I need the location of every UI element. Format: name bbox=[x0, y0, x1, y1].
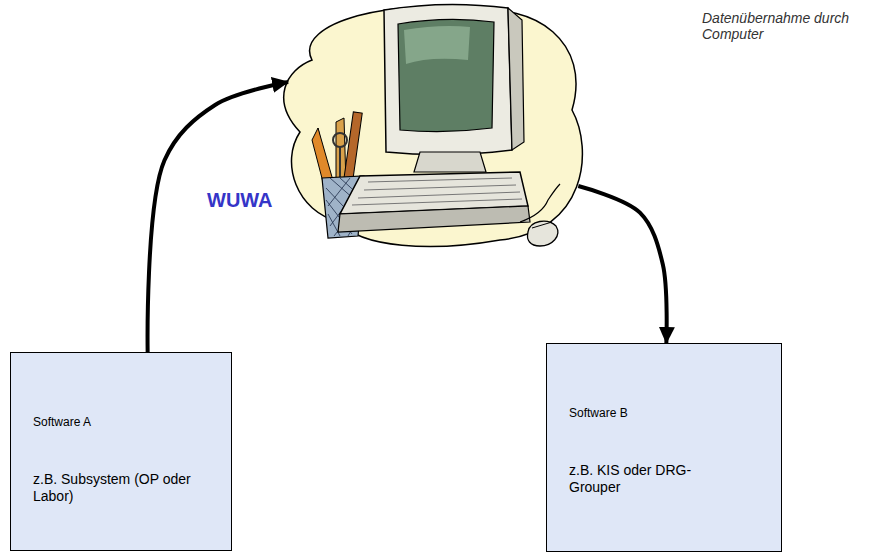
box-description: z.B. KIS oder DRG-Grouper bbox=[569, 462, 734, 496]
illustration-part bbox=[352, 178, 522, 205]
box-title: Software A bbox=[33, 415, 213, 429]
illustration-part bbox=[398, 19, 494, 131]
illustration-part bbox=[338, 206, 530, 232]
system-name: WUWA bbox=[207, 188, 327, 212]
caption-note: Datenübernahme durch Computer bbox=[702, 10, 874, 42]
illustration-part bbox=[414, 152, 486, 172]
illustration-part bbox=[532, 222, 552, 228]
illustration-part bbox=[333, 133, 347, 147]
keyboard bbox=[338, 172, 530, 232]
box-title: Software B bbox=[569, 406, 759, 420]
illustration-part bbox=[404, 26, 470, 64]
software-box: Software B z.B. KIS oder DRG-Grouper bbox=[546, 343, 782, 552]
flow-arrow bbox=[578, 186, 666, 343]
illustration-part bbox=[528, 221, 558, 246]
illustration-part bbox=[508, 8, 524, 150]
monitor bbox=[384, 4, 524, 172]
illustration-part bbox=[343, 112, 362, 187]
flow-arrow bbox=[148, 82, 289, 352]
box-description: z.B. Subsystem (OP oder Labor) bbox=[33, 471, 218, 505]
mouse bbox=[520, 184, 560, 246]
illustration-part bbox=[520, 184, 560, 222]
illustration-part bbox=[384, 4, 512, 154]
software-box: Software A z.B. Subsystem (OP oder Labor) bbox=[10, 352, 232, 551]
cloud-shape bbox=[284, 7, 583, 246]
